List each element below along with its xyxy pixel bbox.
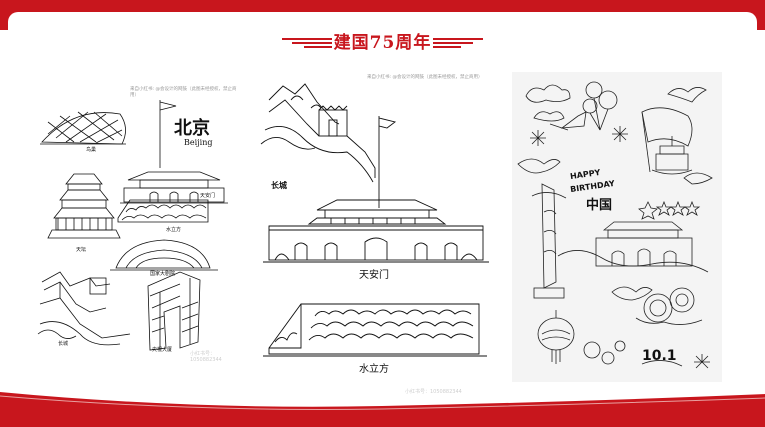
tiananmen-drawing	[120, 100, 228, 204]
date-text: 10.1	[642, 348, 677, 364]
page-title: 建国75周年	[333, 33, 432, 53]
tiananmen-large-drawing	[263, 199, 489, 263]
beijing-line-art	[37, 100, 228, 351]
birthday-doodle-card[interactable]: HAPPY BIRTHDAY 中国 10.1	[512, 72, 722, 382]
watercube-large-drawing	[263, 303, 487, 357]
title-decoration-right	[433, 38, 483, 48]
panel1-credit: 来自小红书: @会设计的网鼓（此图未经授权，禁止商用）	[130, 87, 237, 98]
watercube-drawing	[117, 199, 209, 223]
label-greatwall-large: 长城	[271, 181, 287, 190]
landmarks-large-card[interactable]: 来自小红书: @会设计的网鼓（此图未经授权，禁止商用）	[255, 72, 495, 395]
beijing-landmarks-card[interactable]: 来自小红书: @会设计的网鼓（此图未经授权，禁止商用）	[30, 72, 240, 394]
label-tiananmen: 天安门	[200, 193, 216, 199]
title-decoration-left	[282, 38, 332, 48]
label-birdnest: 鸟巢	[86, 147, 97, 153]
label-watercube-large: 水立方	[359, 364, 389, 375]
national-theatre-drawing	[110, 239, 218, 271]
beijing-en-title: Beijing	[184, 138, 213, 147]
label-cctv: 央视大厦	[152, 347, 173, 353]
label-tiananmen-large: 天安门	[359, 270, 389, 281]
title-bar: 建国75周年	[0, 30, 765, 56]
greatwall-large-drawing	[260, 83, 376, 183]
label-theatre: 国家大剧院	[150, 271, 176, 277]
label-watercube: 水立方	[166, 227, 182, 233]
panel1-watermark: 小红书号：1050882344	[190, 351, 222, 363]
bottom-red-wave	[0, 392, 765, 427]
temple-of-heaven-drawing	[47, 173, 121, 239]
birthday-doodle-art	[517, 81, 713, 369]
birdnest-drawing	[40, 111, 126, 145]
label-temple: 天坛	[76, 247, 87, 253]
landmarks-line-art	[260, 83, 489, 357]
greatwall-drawing	[37, 271, 131, 346]
cctv-tower-drawing	[147, 271, 201, 351]
panel2-credit: 来自小红书: @会设计的网鼓（此图未经授权，禁止商用）	[367, 75, 483, 80]
beijing-cn-title: 北京	[174, 118, 210, 139]
flagpole-drawing	[378, 116, 397, 208]
panel2-watermark: 小红书号：1050882344	[405, 389, 462, 395]
china-text: 中国	[586, 198, 613, 213]
label-greatwall: 长城	[58, 341, 69, 347]
top-white-sheet	[8, 12, 757, 42]
